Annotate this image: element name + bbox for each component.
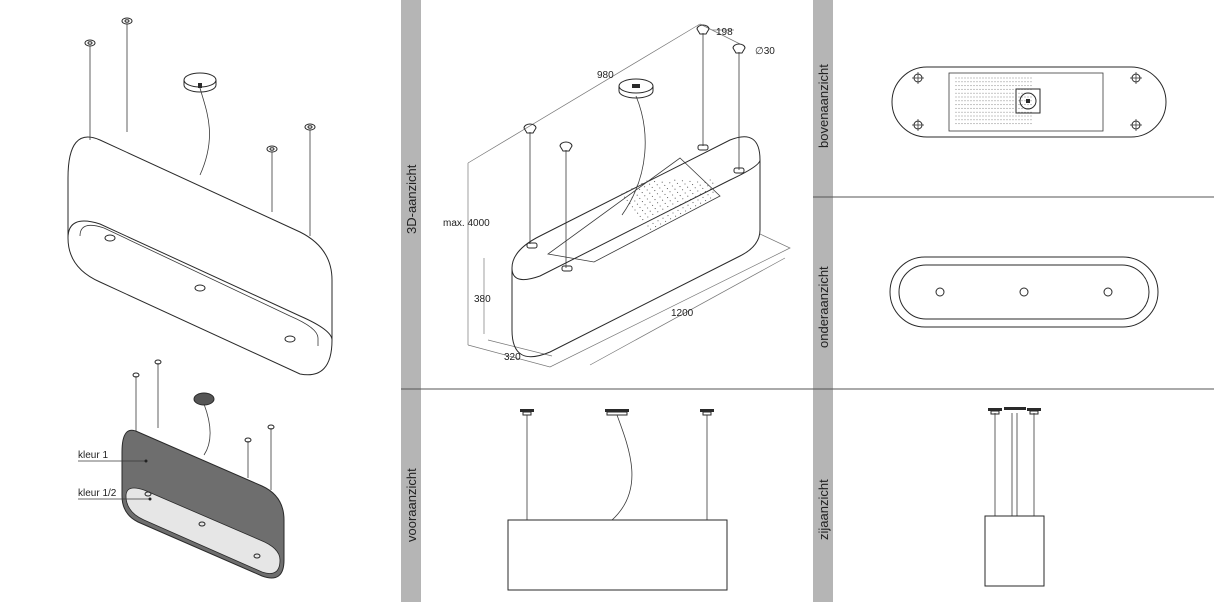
power-connector-icon <box>193 392 215 406</box>
ceiling-mount-icon <box>523 24 746 152</box>
bottom-view-drawing <box>889 256 1159 328</box>
label-bottom-view: onderaanzicht <box>816 266 831 348</box>
left-section-band <box>401 0 421 602</box>
label-side-view: zijaanzicht <box>816 479 831 540</box>
dim-width: 320 <box>504 352 521 363</box>
ceiling-mount-icon <box>520 409 714 416</box>
ceiling-mount-icon <box>84 17 316 153</box>
side-view-drawing <box>984 407 1045 587</box>
dim-side-spacing: 198 <box>716 27 733 38</box>
power-connector-icon <box>605 409 629 416</box>
filter-grid <box>621 179 714 230</box>
label-3d-view: 3D-aanzicht <box>404 164 419 234</box>
dim-diameter: ∅30 <box>755 46 775 57</box>
dim-height: 380 <box>474 294 491 305</box>
3d-view-drawing: 980 198 ∅30 max. 4000 380 320 1200 <box>443 23 791 368</box>
iso-drawing-outline <box>67 17 333 376</box>
ceiling-mount-icon <box>132 359 275 443</box>
ceiling-mount-icon <box>912 72 1142 131</box>
iso-drawing-color: kleur 1 kleur 1/2 <box>78 359 285 579</box>
label-front-view: vooraanzicht <box>404 468 419 542</box>
color-1-label: kleur 1 <box>78 450 108 461</box>
power-connector-icon <box>618 78 654 99</box>
dim-length: 1200 <box>671 308 694 319</box>
color-1-2-label: kleur 1/2 <box>78 488 117 499</box>
top-view-drawing <box>891 66 1167 138</box>
power-connector-icon <box>183 72 217 93</box>
label-top-view: bovenaanzicht <box>816 64 831 148</box>
ceiling-mount-icon <box>988 407 1041 415</box>
dim-max-height: max. 4000 <box>443 218 490 229</box>
right-section-band <box>813 0 833 602</box>
front-view-drawing <box>507 409 728 591</box>
dim-cable-spacing: 980 <box>597 70 614 81</box>
